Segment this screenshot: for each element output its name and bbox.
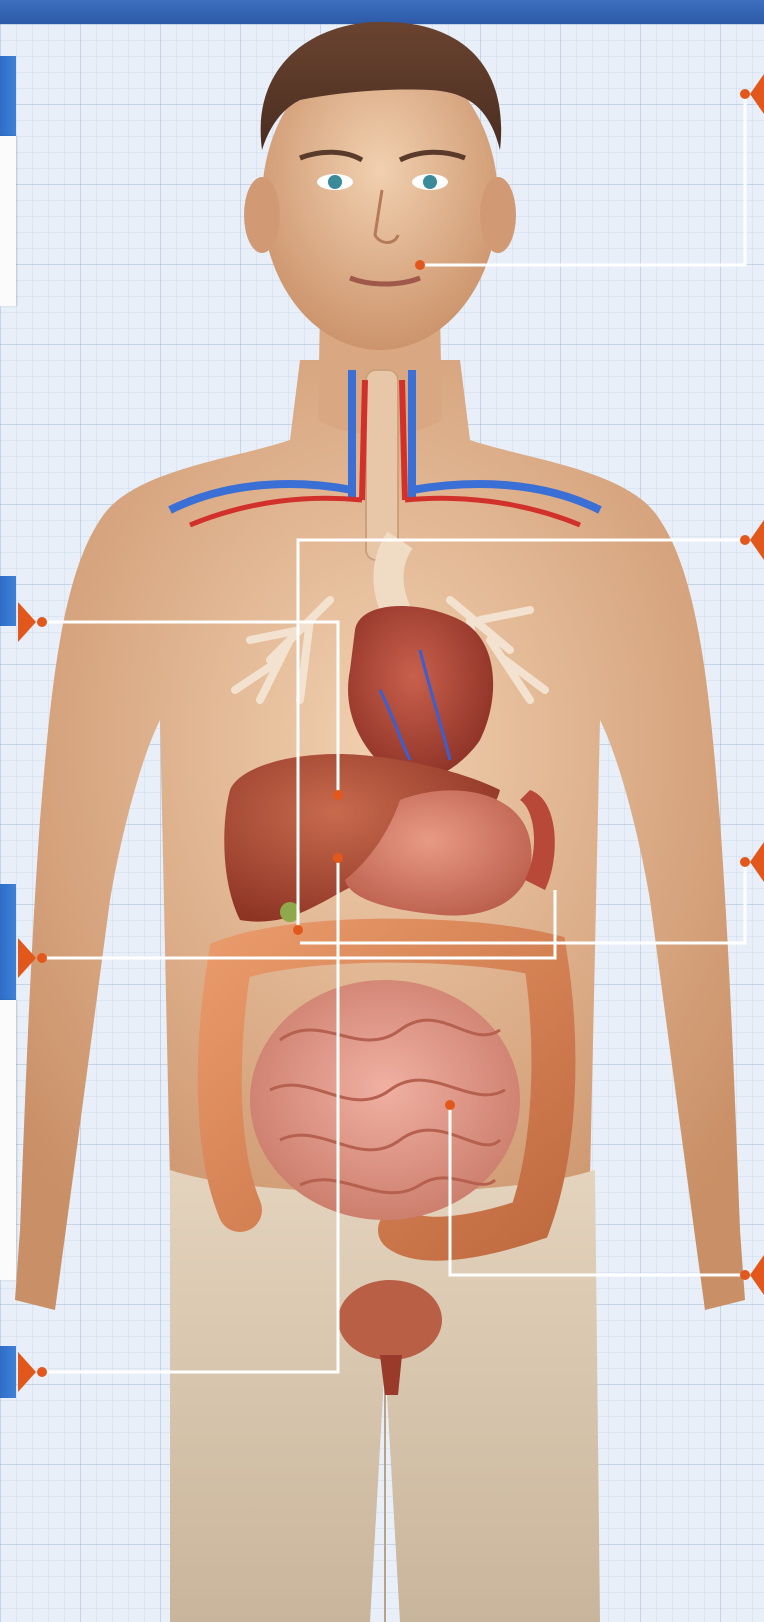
dot-small-intestine (445, 1100, 455, 1110)
pointer-arrow-bladder (18, 1352, 36, 1392)
pointer-arrow-lungs (750, 520, 764, 560)
dot-face-end (740, 89, 750, 99)
dot-liver (333, 790, 343, 800)
dot-bladder-end (37, 1367, 47, 1377)
dot-face (415, 260, 425, 270)
dot-liver-end (37, 617, 47, 627)
dot-lungs (293, 925, 303, 935)
pointer-arrow-face (750, 74, 764, 114)
small-intestine (250, 980, 520, 1220)
dot-small-intestine-end (740, 1270, 750, 1280)
pointer-arrow-gallbladder (18, 938, 36, 978)
pointer-arrow-stomach (750, 842, 764, 882)
dot-gallbladder-end (37, 953, 47, 963)
dot-lungs-end (740, 535, 750, 545)
pointer-arrow-liver (18, 602, 36, 642)
pointer-arrow-small-intestine (750, 1255, 764, 1295)
dot-bladder (333, 853, 343, 863)
dot-stomach-end (740, 857, 750, 867)
